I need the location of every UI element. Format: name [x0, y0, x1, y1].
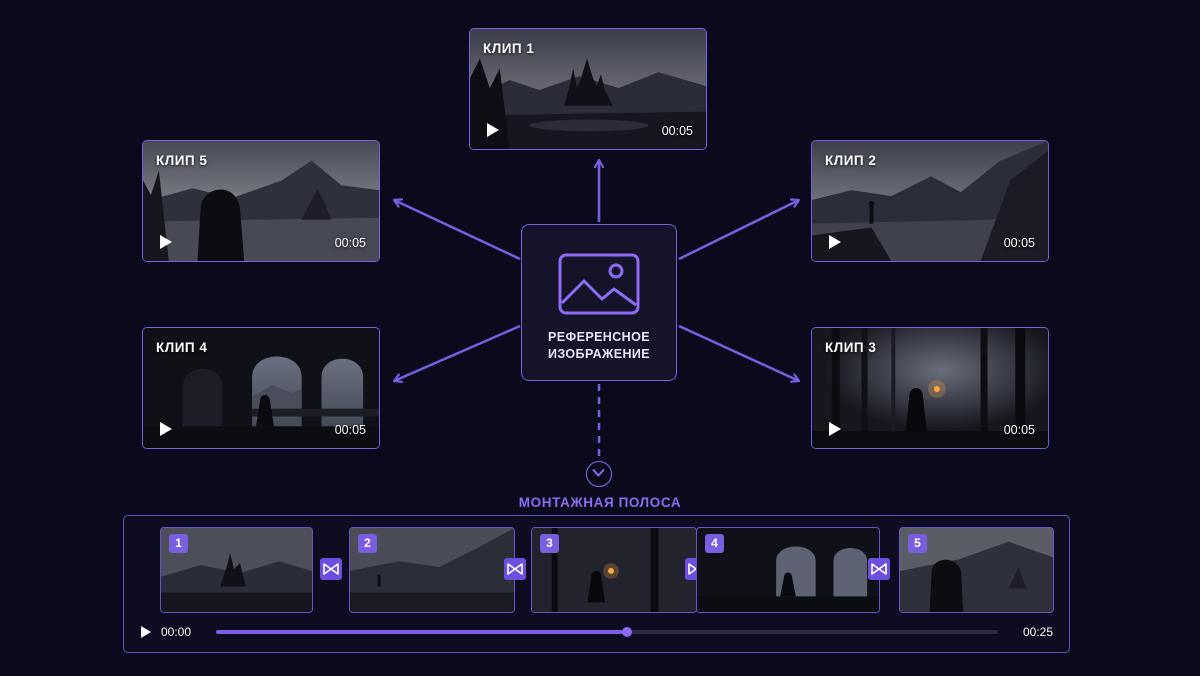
clip-duration: 00:05: [335, 236, 366, 250]
filmstrip-thumbnail-4[interactable]: 4: [696, 527, 880, 613]
clip-card-2[interactable]: КЛИП 2 00:05: [811, 140, 1049, 262]
play-icon[interactable]: [829, 422, 841, 436]
filmstrip-timeline: 1 2 3: [123, 515, 1070, 653]
reference-label-line-2: ИЗОБРАЖЕНИЕ: [522, 346, 676, 363]
filmstrip-thumbnail-1[interactable]: 1: [160, 527, 313, 613]
chevron-down-icon: [586, 461, 612, 487]
filmstrip-thumbnail-5[interactable]: 5: [899, 527, 1054, 613]
timeline-scrubber-handle[interactable]: [622, 627, 632, 637]
bowtie-transition-icon[interactable]: [320, 558, 342, 580]
filmstrip-thumbnail-3[interactable]: 3: [531, 527, 697, 613]
clip-card-4[interactable]: КЛИП 4 00:05: [142, 327, 380, 449]
clip-title: КЛИП 2: [825, 153, 876, 168]
timeline-total-time: 00:25: [1023, 625, 1053, 639]
thumbnail-number: 3: [540, 534, 559, 553]
bowtie-transition-icon[interactable]: [504, 558, 526, 580]
clip-card-3[interactable]: КЛИП 3 00:05: [811, 327, 1049, 449]
thumbnail-number: 4: [705, 534, 724, 553]
reference-label: РЕФЕРЕНСНОЕ ИЗОБРАЖЕНИЕ: [522, 329, 676, 363]
filmstrip-title: МОНТАЖНАЯ ПОЛОСА: [0, 495, 1200, 510]
play-icon[interactable]: [160, 235, 172, 249]
play-icon[interactable]: [829, 235, 841, 249]
filmstrip-thumbnail-2[interactable]: 2: [349, 527, 515, 613]
bowtie-transition-icon[interactable]: [868, 558, 890, 580]
clip-card-5[interactable]: КЛИП 5 00:05: [142, 140, 380, 262]
clip-title: КЛИП 1: [483, 41, 534, 56]
clip-duration: 00:05: [1004, 236, 1035, 250]
clip-title: КЛИП 3: [825, 340, 876, 355]
clip-duration: 00:05: [1004, 423, 1035, 437]
clip-card-1[interactable]: КЛИП 1 00:05: [469, 28, 707, 150]
timeline-scrubber[interactable]: [216, 630, 998, 634]
clip-duration: 00:05: [662, 124, 693, 138]
timeline-play-icon[interactable]: [141, 626, 151, 638]
reference-label-line-1: РЕФЕРЕНСНОЕ: [522, 329, 676, 346]
thumbnail-number: 5: [908, 534, 927, 553]
arrow-to-clip-3: [679, 326, 799, 381]
timeline-current-time: 00:00: [161, 625, 191, 639]
clip-title: КЛИП 4: [156, 340, 207, 355]
clip-title: КЛИП 5: [156, 153, 207, 168]
reference-image-node[interactable]: РЕФЕРЕНСНОЕ ИЗОБРАЖЕНИЕ: [521, 224, 677, 381]
timeline-progress-fill: [216, 630, 627, 634]
arrow-to-clip-2: [679, 200, 799, 259]
play-icon[interactable]: [160, 422, 172, 436]
play-icon[interactable]: [487, 123, 499, 137]
image-icon: [558, 253, 640, 315]
clip-duration: 00:05: [335, 423, 366, 437]
arrow-to-clip-5: [394, 200, 520, 259]
thumbnail-number: 1: [169, 534, 188, 553]
gothic-arches-scene-image: [697, 528, 879, 612]
arrow-to-clip-4: [394, 326, 520, 381]
thumbnail-number: 2: [358, 534, 377, 553]
